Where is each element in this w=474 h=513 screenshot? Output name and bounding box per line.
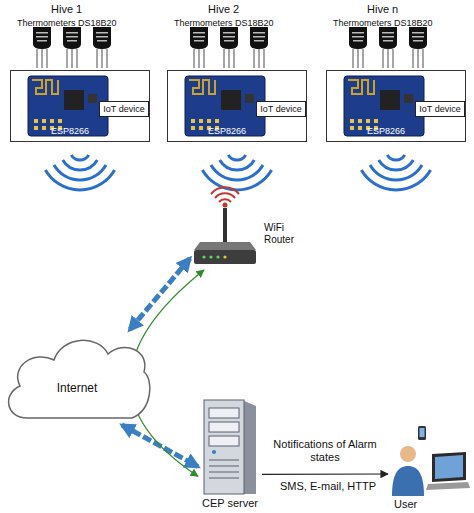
connector-arrow [262, 473, 388, 475]
graphic-part [204, 400, 244, 494]
graphic-part [194, 250, 256, 264]
graphic-part [209, 408, 239, 418]
text-label: ESP8266 [367, 126, 405, 136]
graphic-part [432, 452, 466, 482]
hive-device-box: Hive 2Thermometers DS18B20ESP8266IoT dev… [167, 70, 307, 142]
graphic-part [209, 466, 239, 467]
wifi-router: WiFi Router [190, 192, 260, 270]
graphic-part [198, 398, 262, 496]
graphic-part [223, 255, 226, 258]
graphic-part [209, 255, 212, 258]
text-label: ESP8266 [208, 126, 246, 136]
text-label: Hive 1 [51, 3, 82, 16]
graphic-part [211, 187, 239, 202]
graphic-part [223, 203, 228, 208]
iot-device-box: IoT device [99, 101, 149, 117]
graphic-part [209, 436, 239, 446]
text-label: ESP8266 [51, 126, 89, 136]
text-label: WiFi Router [264, 222, 304, 245]
text-label: Hive 2 [208, 3, 239, 16]
graphic-part [418, 426, 426, 440]
graphic-part [426, 482, 470, 490]
cep-server: CEP server [198, 398, 262, 496]
graphic-part [2, 330, 152, 425]
graphic-part [223, 208, 227, 246]
text-label: Internet [2, 382, 152, 396]
graphic-part [211, 187, 239, 194]
text-label: IoT device [100, 104, 148, 114]
graphic-part [209, 422, 239, 432]
graphic-part [400, 446, 416, 462]
graphic-part [388, 424, 470, 498]
graphic-part [216, 255, 219, 258]
graphic-part [420, 428, 425, 437]
text-label: SMS, E-mail, HTTP [265, 480, 391, 493]
text-label: Thermometers DS18B20 [174, 18, 274, 28]
text-label: CEP server [188, 497, 272, 510]
text-label: Thermometers DS18B20 [17, 18, 117, 28]
iot-device-box: IoT device [256, 101, 306, 117]
text-label: User [394, 498, 417, 511]
connector-arrow [130, 258, 191, 330]
graphic-part [9, 340, 150, 418]
text-label: Notifications of Alarm states [260, 438, 390, 463]
graphic-part [435, 455, 463, 479]
graphic-part [209, 478, 239, 479]
graphic-part [392, 466, 424, 496]
hive-device-box: Hive nThermometers DS18B20ESP8266IoT dev… [326, 70, 466, 142]
text-label: Thermometers DS18B20 [333, 18, 433, 28]
text-label: Hive n [367, 3, 398, 16]
graphic-part [194, 242, 256, 250]
text-label: IoT device [416, 104, 464, 114]
iot-device-box: IoT device [415, 101, 465, 117]
hive-device-box: Hive 1Thermometers DS18B20ESP8266IoT dev… [10, 70, 150, 142]
graphic-part [219, 199, 231, 202]
user-figure: User [388, 424, 470, 498]
connector-arrow [122, 425, 198, 467]
graphic-part [202, 255, 205, 258]
graphic-part [209, 472, 239, 473]
internet-cloud: Internet [2, 330, 152, 425]
graphic-part [215, 193, 235, 198]
graphic-part [209, 460, 239, 461]
graphic-part [190, 192, 260, 270]
text-label: IoT device [257, 104, 305, 114]
graphic-part [212, 450, 216, 454]
